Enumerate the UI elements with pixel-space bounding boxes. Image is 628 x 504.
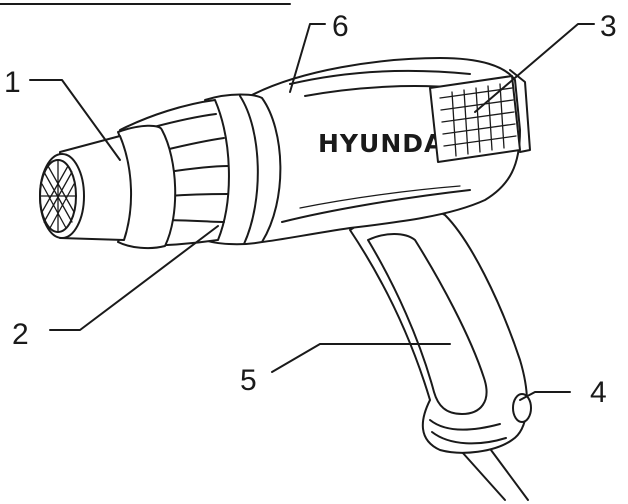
callout-4: 4 [590,376,607,409]
callout-5: 5 [240,364,257,397]
top-ridge [289,69,471,85]
brand-logo: HYUNDAI [318,129,455,158]
nozzle [39,135,133,241]
callout-1: 1 [4,66,21,99]
callout-6: 6 [332,10,349,43]
hanging-ring [512,393,532,423]
air-inlet-grille [429,69,531,163]
callout-2: 2 [12,318,29,351]
side-seam [281,189,471,223]
nozzle-mesh [39,159,77,233]
handle-bottom-cap [429,419,501,431]
handle [349,209,532,454]
leader-lines [29,23,595,401]
power-cord [461,445,529,501]
callout-3: 3 [600,10,617,43]
